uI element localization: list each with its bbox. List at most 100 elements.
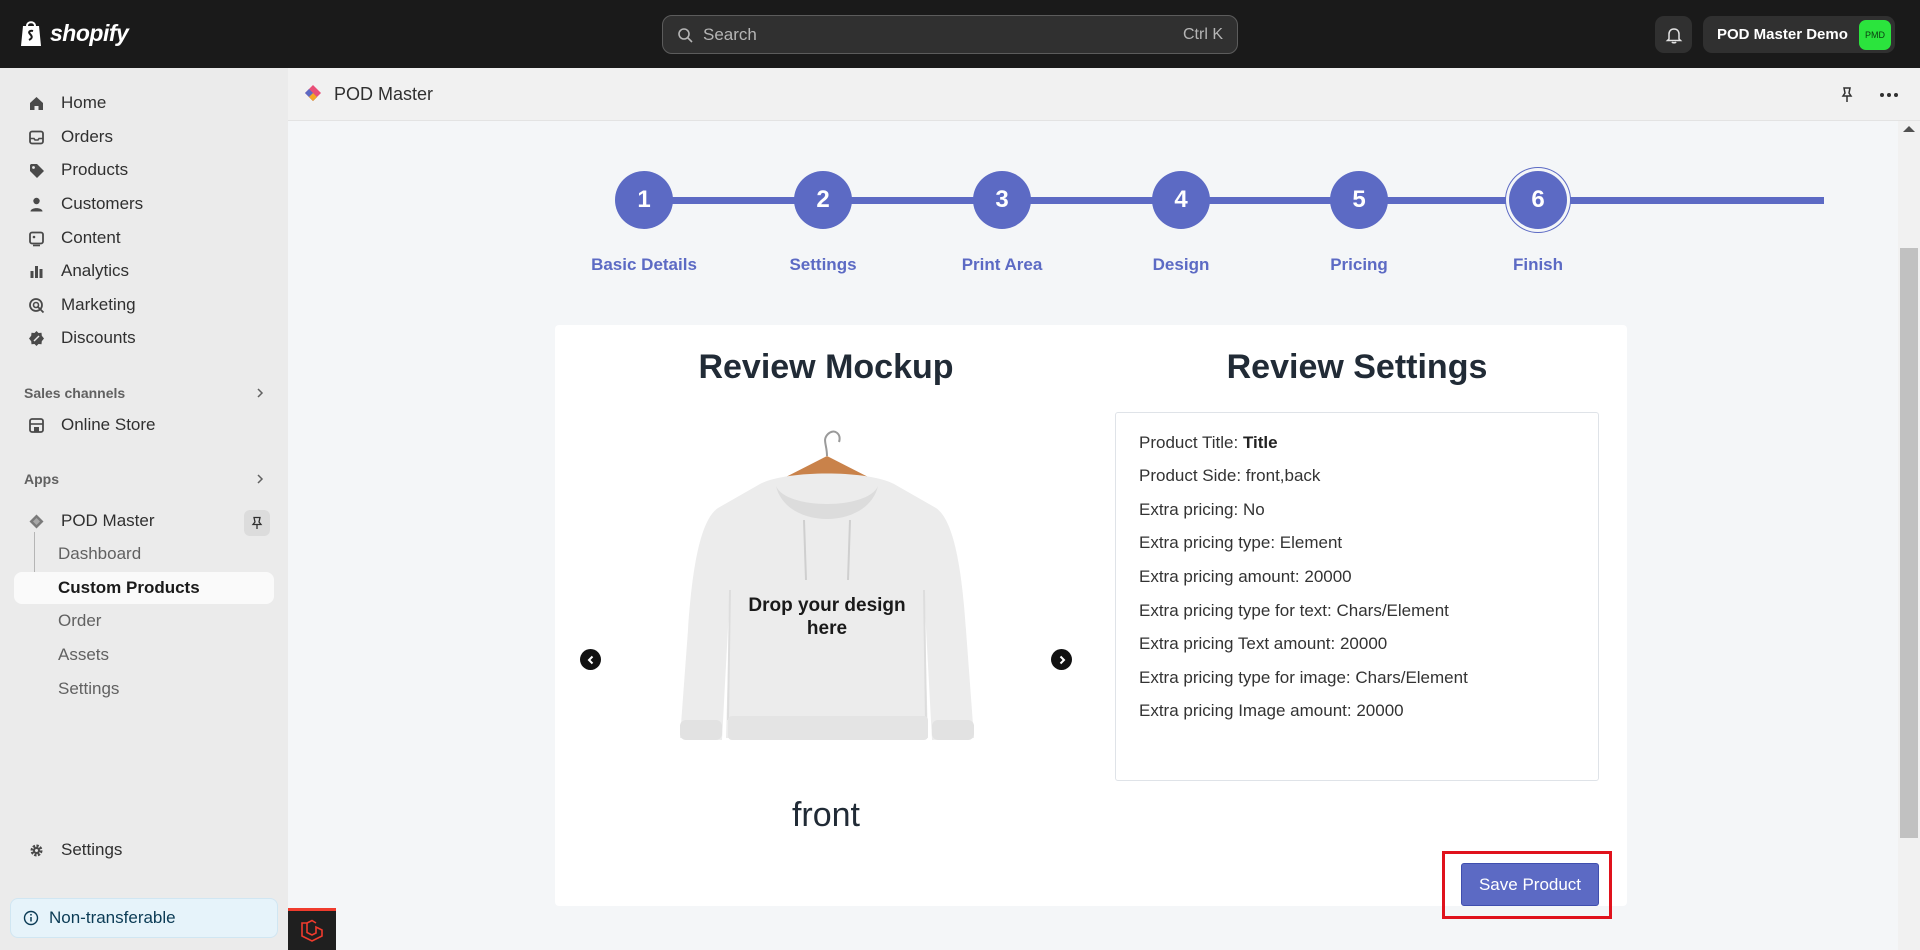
- chevron-right-icon[interactable]: [254, 387, 266, 399]
- sidebar-item-label: Customers: [61, 194, 144, 213]
- sidebar-item-settings[interactable]: Settings: [14, 834, 274, 866]
- setting-product-title: Product Title: Title: [1139, 433, 1278, 452]
- chevron-right-icon[interactable]: [254, 473, 266, 485]
- search-icon: [678, 27, 693, 43]
- pin-icon[interactable]: [1838, 86, 1856, 104]
- target-icon: [29, 297, 45, 313]
- person-icon: [30, 197, 43, 211]
- setting-extra-pricing-image-amount: Extra pricing Image amount: 20000: [1139, 701, 1404, 720]
- sidebar-item-customers[interactable]: Customers: [14, 188, 274, 220]
- mockup-side-name: front: [791, 796, 861, 834]
- sales-channels-label: Sales channels: [24, 385, 126, 401]
- app-logo-icon: [29, 514, 44, 528]
- inbox-icon: [29, 130, 44, 144]
- app-title: POD Master: [334, 83, 434, 104]
- stepper-track: [644, 197, 1824, 204]
- step-circle-2[interactable]: 2: [794, 171, 852, 229]
- sidebar-item-label: POD Master: [61, 511, 155, 530]
- save-product-button[interactable]: Save Product: [1461, 863, 1599, 906]
- shopify-logo[interactable]: shopify: [18, 18, 129, 48]
- step-label-basic-details[interactable]: Basic Details: [591, 255, 697, 274]
- sidebar-item-orders[interactable]: Orders: [14, 121, 274, 153]
- shopify-bag-icon: [21, 21, 41, 46]
- store-icon: [29, 417, 44, 433]
- top-bar: shopify Ctrl K POD Master Demo PMD: [0, 0, 1920, 68]
- sidebar-subitem-dashboard[interactable]: Dashboard: [58, 544, 142, 563]
- step-label-settings[interactable]: Settings: [789, 255, 857, 274]
- sidebar-item-label: Settings: [61, 840, 123, 859]
- save-button-highlight: [1442, 851, 1612, 919]
- sidebar-item-online-store[interactable]: Online Store: [14, 409, 274, 441]
- search-shortcut: Ctrl K: [1183, 25, 1223, 43]
- bell-icon: [1665, 27, 1682, 43]
- step-label-pricing[interactable]: Pricing: [1330, 255, 1388, 274]
- step-circle-5[interactable]: 5: [1330, 171, 1388, 229]
- content-icon: [29, 231, 44, 246]
- sidebar-item-label: Marketing: [61, 295, 136, 314]
- step-label-print-area[interactable]: Print Area: [961, 255, 1043, 274]
- settings-summary-box: [1115, 412, 1599, 781]
- bar-chart-icon: [30, 265, 43, 278]
- step-circle-4[interactable]: 4: [1152, 171, 1210, 229]
- sidebar-item-home[interactable]: Home: [14, 87, 274, 119]
- sidebar-item-label: Products: [61, 160, 129, 179]
- sidebar-subitem-order[interactable]: Order: [58, 611, 102, 630]
- sidebar-item-label: Orders: [61, 127, 113, 146]
- sidebar-item-label: Discounts: [61, 328, 136, 347]
- tree-line: [34, 532, 35, 584]
- sidebar-item-analytics[interactable]: Analytics: [14, 255, 274, 287]
- store-name: POD Master Demo: [1717, 26, 1848, 43]
- step-label-design[interactable]: Design: [1152, 255, 1210, 274]
- chevron-left-icon: [587, 655, 593, 664]
- info-icon: [23, 910, 39, 926]
- step-circle-1[interactable]: 1: [615, 171, 673, 229]
- laravel-icon: [301, 919, 323, 942]
- app-header: POD Master: [288, 68, 1920, 121]
- sidebar-item-marketing[interactable]: Marketing: [14, 289, 274, 321]
- pin-app-button[interactable]: [244, 510, 270, 536]
- setting-extra-pricing-amount: Extra pricing amount: 20000: [1139, 567, 1352, 586]
- scroll-up-arrow[interactable]: [1903, 126, 1915, 132]
- setting-extra-pricing-type: Extra pricing type: Element: [1139, 533, 1343, 552]
- setting-extra-pricing-type-text: Extra pricing type for text: Chars/Eleme…: [1139, 601, 1449, 620]
- laravel-debug-badge[interactable]: [288, 908, 336, 950]
- non-transferable-label: Non-transferable: [49, 908, 176, 927]
- carousel-next-button[interactable]: [1051, 649, 1072, 670]
- setting-extra-pricing-text-amount: Extra pricing Text amount: 20000: [1139, 634, 1388, 653]
- step-circle-3[interactable]: 3: [973, 171, 1031, 229]
- notifications-button[interactable]: [1655, 16, 1692, 53]
- store-menu-button[interactable]: POD Master Demo PMD: [1703, 16, 1895, 53]
- non-transferable-banner[interactable]: Non-transferable: [10, 898, 278, 938]
- step-circle-6[interactable]: 6: [1509, 171, 1567, 229]
- avatar: PMD: [1859, 19, 1891, 50]
- search-bar[interactable]: Ctrl K: [662, 15, 1238, 54]
- pod-master-logo-icon: [305, 85, 321, 101]
- setting-product-side: Product Side: front,back: [1139, 466, 1321, 485]
- review-settings-title: Review Settings: [1226, 348, 1488, 386]
- sidebar-item-label: Content: [61, 228, 121, 247]
- hoodie-mockup-image: [680, 430, 974, 740]
- sidebar: [0, 68, 288, 950]
- sidebar-subitem-settings[interactable]: Settings: [58, 679, 120, 698]
- setting-extra-pricing-type-image: Extra pricing type for image: Chars/Elem…: [1139, 668, 1468, 687]
- chevron-right-icon: [1059, 655, 1065, 664]
- pin-icon: [251, 516, 263, 529]
- sidebar-item-label: Analytics: [61, 261, 130, 280]
- home-icon: [30, 96, 43, 110]
- step-label-finish[interactable]: Finish: [1512, 255, 1564, 274]
- drop-design-text[interactable]: Drop your design here: [748, 595, 906, 639]
- sidebar-item-products[interactable]: Products: [14, 154, 274, 186]
- discount-icon: [29, 330, 44, 346]
- setting-extra-pricing: Extra pricing: No: [1139, 500, 1265, 519]
- search-input[interactable]: [703, 24, 1183, 45]
- more-options-icon[interactable]: [1878, 86, 1900, 104]
- carousel-prev-button[interactable]: [580, 649, 601, 670]
- apps-label: Apps: [24, 471, 59, 487]
- sidebar-subitem-custom-products[interactable]: Custom Products: [14, 572, 274, 604]
- sidebar-item-discounts[interactable]: Discounts: [14, 322, 274, 354]
- sidebar-item-pod-master[interactable]: POD Master: [14, 505, 274, 537]
- sidebar-item-label: Online Store: [61, 415, 156, 434]
- scrollbar-thumb[interactable]: [1900, 248, 1918, 838]
- sidebar-item-content[interactable]: Content: [14, 222, 274, 254]
- sidebar-subitem-assets[interactable]: Assets: [58, 645, 110, 664]
